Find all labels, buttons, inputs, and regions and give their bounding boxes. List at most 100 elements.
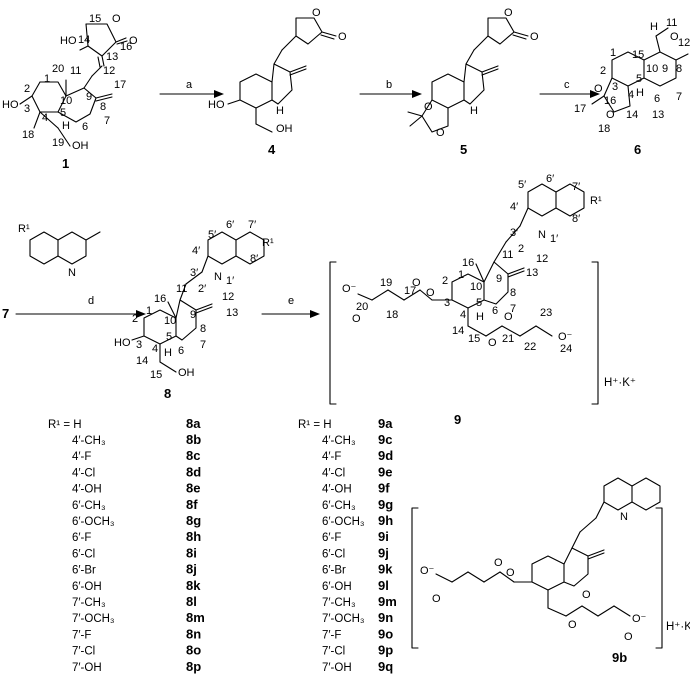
series9-substituent: 6′-CH₃	[322, 500, 356, 512]
series9-substituent: 6′-OCH₃	[322, 516, 365, 528]
series9-code: 9n	[378, 610, 393, 625]
c8-atom-9: 9	[190, 309, 196, 321]
c8-atom-15: 15	[150, 369, 162, 381]
c6-atom-16: 16	[604, 95, 616, 107]
c8-atom-H: H	[164, 347, 172, 359]
c8-atom-14: 14	[136, 355, 148, 367]
c1-atom-3: 3	[24, 103, 30, 115]
c9-atom-8p: 8′	[572, 213, 580, 225]
c8-atom-11: 11	[176, 283, 187, 295]
series9-code: 9m	[378, 594, 397, 609]
c8-atom-12: 12	[222, 291, 234, 303]
series8-substituent: 4′-F	[72, 451, 91, 463]
reagent-7-structure: R¹ N 7	[2, 223, 101, 321]
c1-atom-12: 12	[103, 65, 115, 77]
c9-atom-1: 1	[458, 269, 464, 281]
c9b-atom-O5: O	[582, 589, 591, 601]
series9-header-code: 9a	[378, 416, 393, 431]
c9-atom-3: 3	[444, 297, 450, 309]
c1-atom-15: 15	[89, 13, 101, 25]
c6-atom-3: 3	[612, 81, 618, 93]
series8-substituent: 7′-F	[72, 629, 91, 641]
c6-atom-H: H	[650, 21, 658, 33]
series9-code: 9e	[378, 464, 392, 479]
compound-6-label: 6	[634, 142, 641, 157]
c8-atom-3p: 3′	[190, 267, 198, 279]
c5-atom-O: O	[504, 7, 513, 19]
c8-atom-3: 3	[136, 339, 142, 351]
step-d-label: d	[88, 295, 94, 307]
series9-code: 9f	[378, 481, 390, 496]
series8-substituent: 6′-OH	[72, 581, 102, 593]
series8-substituent: 6′-Cl	[72, 548, 95, 560]
series8-code: 8d	[186, 464, 201, 479]
c6-atom-4: 4	[628, 89, 634, 101]
series9-code: 9j	[378, 545, 389, 560]
c6-atom-13: 13	[652, 109, 664, 121]
series8-substituent: 4′-OH	[72, 484, 102, 496]
c9-counterion: H⁺·K⁺	[604, 377, 636, 389]
c9b-atom-O-minus-2: O⁻	[632, 613, 647, 625]
step-c-label: c	[564, 79, 570, 91]
c8-atom-7p: 7′	[248, 219, 256, 231]
c8-atom-5: 5	[166, 331, 172, 343]
c1-atom-11: 11	[70, 65, 81, 77]
c8-atom-6: 6	[178, 345, 184, 357]
c4-atom-O: O	[312, 7, 321, 19]
c9-atom-5: 5	[476, 297, 482, 309]
c9-atom-O3: O	[504, 311, 513, 323]
c6-atom-18: 18	[598, 123, 610, 135]
series9-substituent: 7′-CH₃	[322, 597, 356, 609]
c9-atom-10: 10	[470, 281, 482, 293]
c9-atom-12: 12	[536, 253, 548, 265]
series8-code: 8k	[186, 578, 201, 593]
compound-4-label: 4	[268, 142, 276, 157]
series8-header-code: 8a	[186, 416, 201, 431]
series8-code: 8b	[186, 432, 201, 447]
series8-substituent: 7′-OH	[72, 662, 102, 674]
compound-5-label: 5	[460, 142, 467, 157]
c8-atom-HO: HO	[114, 337, 131, 349]
c5-atom-O2: O	[530, 31, 539, 43]
c9-atom-O5: O	[352, 313, 361, 325]
c8-atom-6p: 6′	[226, 219, 234, 231]
c1-atom-O2: O	[129, 35, 138, 47]
c1-atom-17: 17	[114, 79, 126, 91]
c8-atom-2p: 2′	[198, 283, 206, 295]
series8-code: 8p	[186, 659, 201, 674]
series9-code: 9h	[378, 513, 393, 528]
c6-atom-8: 8	[676, 63, 682, 75]
c8-atom-5p: 5′	[208, 229, 216, 241]
c8-atom-16: 16	[154, 293, 166, 305]
c9-atom-R1: R¹	[590, 195, 602, 207]
r7-atom-N: N	[68, 267, 76, 279]
c9-atom-11: 11	[502, 249, 513, 261]
c5-atom-O4: O	[436, 127, 445, 139]
c5-atom-H: H	[470, 105, 478, 117]
compound-8-structure: 5′ 6′ 7′ R¹ 8′ 4′ 3′ N 1′ 2′ 11 12 16 9 …	[114, 219, 274, 401]
series8-code: 8m	[186, 610, 205, 625]
series8-code: 8h	[186, 529, 201, 544]
c6-atom-9: 9	[662, 63, 668, 75]
c8-atom-1: 1	[146, 305, 152, 317]
c1-atom-10: 10	[60, 95, 72, 107]
c1-atom-14: 14	[78, 34, 90, 46]
c6-atom-5: 5	[636, 73, 642, 85]
r7-atom-R1: R¹	[18, 223, 30, 235]
c1-atom-14-HO: HO	[60, 35, 77, 47]
series9-code: 9c	[378, 432, 392, 447]
c1-atom-19: 19	[52, 137, 64, 149]
c8-atom-4p: 4′	[192, 245, 200, 257]
c6-atom-12: 12	[678, 37, 690, 49]
c6-atom-O3: O	[606, 109, 615, 121]
c9-atom-16: 16	[462, 257, 474, 269]
c6-atom-14: 14	[626, 109, 638, 121]
c1-atom-16: 16	[120, 41, 132, 53]
c6-atom-2: 2	[600, 65, 606, 77]
c9-atom-7: 7	[510, 303, 516, 315]
c9b-atom-O4: O	[568, 619, 577, 631]
c9-atom-1p: 1′	[550, 233, 558, 245]
c9-atom-13: 13	[526, 267, 538, 279]
series8-code: 8n	[186, 626, 201, 641]
